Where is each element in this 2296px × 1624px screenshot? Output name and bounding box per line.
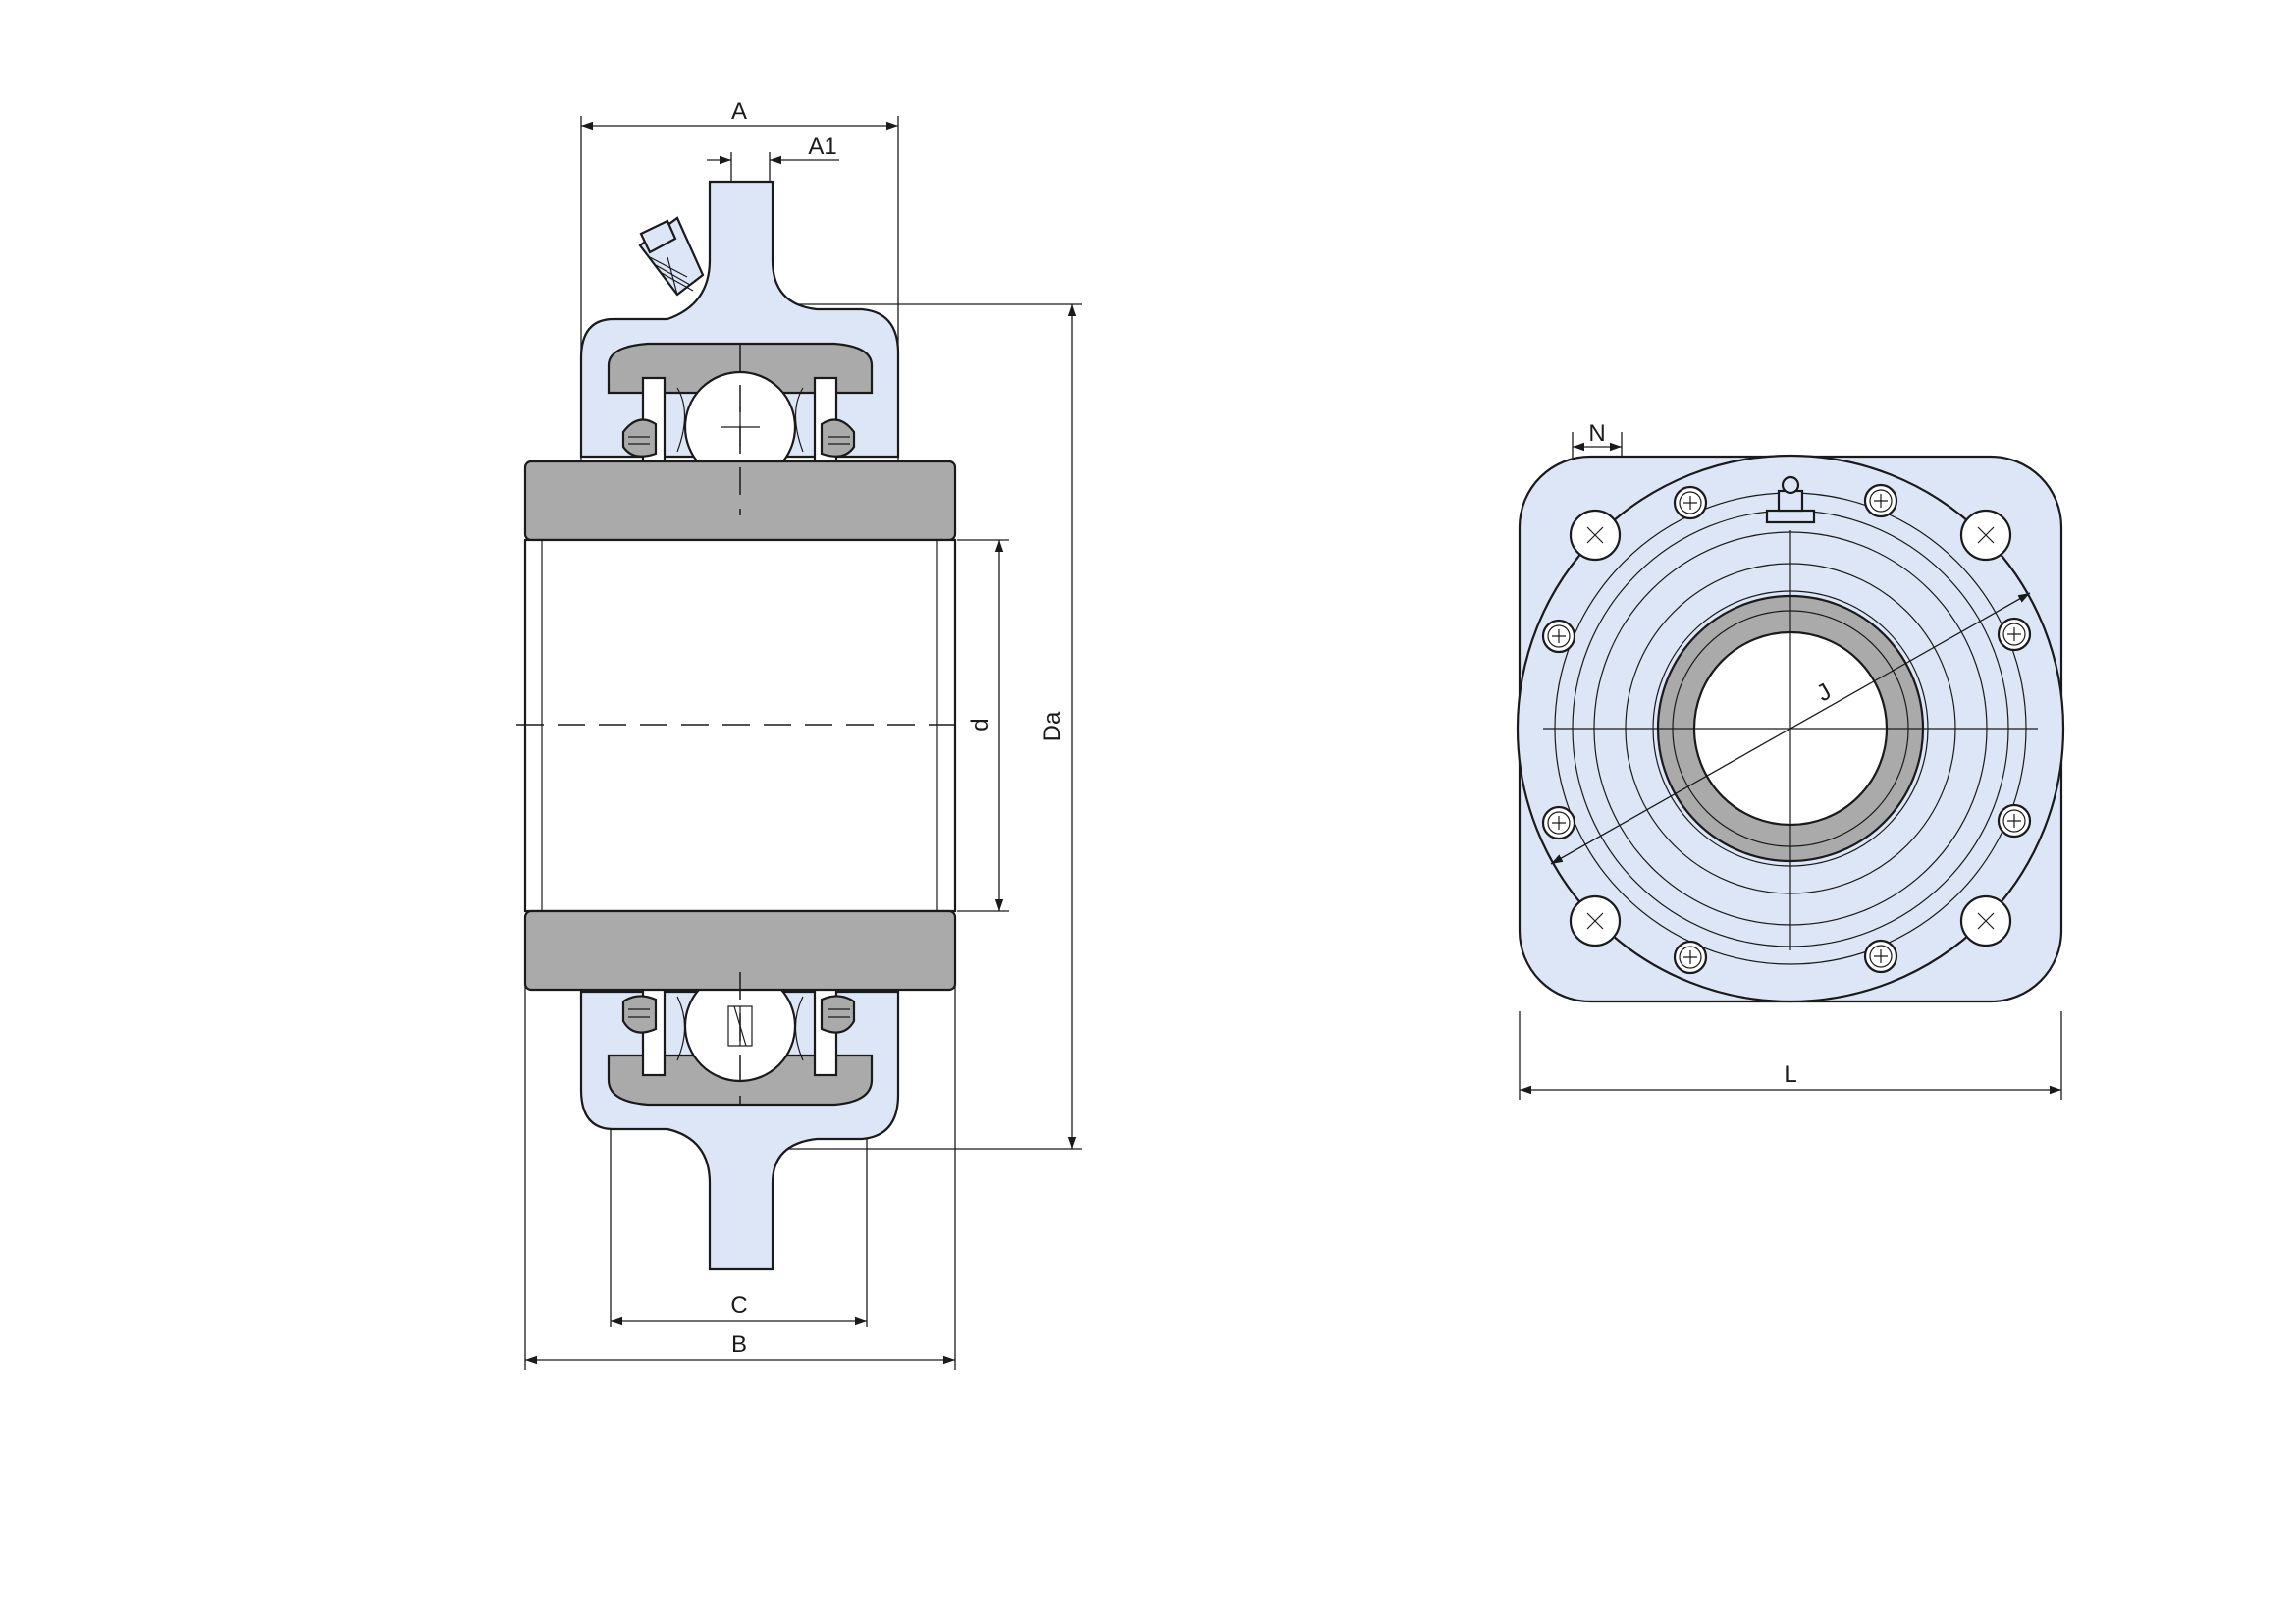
ring-screw-2 [1863,483,1898,518]
corner-bolt-top-right [1959,509,2012,562]
ring-screw-8 [1863,939,1898,974]
corner-bolt-bottom-left [1569,894,1622,947]
dim-L: L [1520,1061,2061,1095]
grease-nipple-front [1765,475,1816,524]
ring-screw-7 [1673,940,1708,975]
seals-lower [621,985,856,1077]
dim-Da: Da [1040,304,1077,1149]
dim-d: d [967,540,1004,911]
corner-bolt-top-left [1569,509,1622,562]
dim-C: C [611,1292,867,1326]
corner-bolt-bottom-right [1959,894,2012,947]
dim-A-label: A [731,98,747,125]
bore [523,538,957,913]
dim-C-label: C [730,1292,747,1319]
section-view: A A1 d Da C B [516,98,1082,1370]
ring-screw-5 [1541,805,1576,840]
ring-screw-4 [1997,617,2032,652]
ring-screw-3 [1541,619,1576,654]
dim-A: A [581,98,898,131]
dim-L-label: L [1784,1061,1796,1088]
ring-screw-6 [1997,803,2032,839]
dim-Da-label: Da [1040,711,1066,741]
dim-N-label: N [1588,420,1605,447]
dim-d-label: d [967,718,993,731]
dim-B-label: B [731,1331,747,1358]
dim-A1: A1 [707,134,839,165]
dim-A1-label: A1 [808,134,836,160]
front-view: J N L [1516,420,2065,1100]
dim-B: B [525,1331,955,1365]
dim-N: N [1573,420,1622,452]
ring-screw-1 [1673,485,1708,520]
